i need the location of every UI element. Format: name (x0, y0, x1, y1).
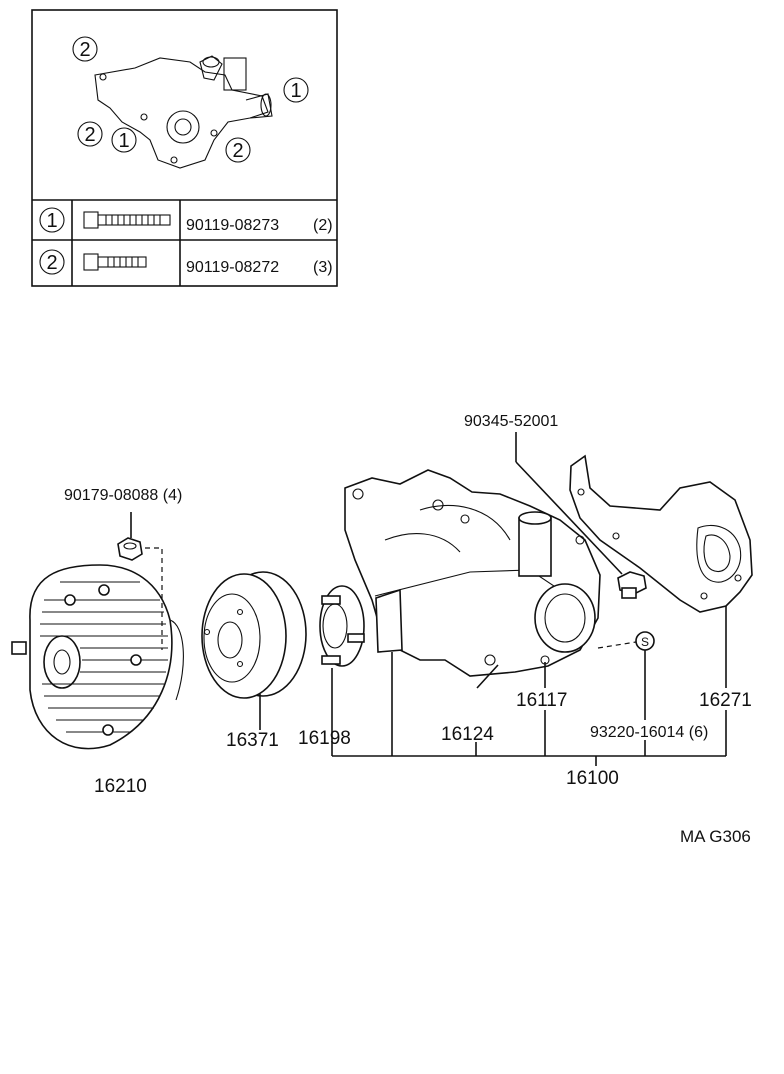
label-seal: 16117 (516, 690, 567, 711)
label-pump-assy: 16100 (566, 768, 619, 789)
label-fan-clutch: 16210 (94, 776, 147, 797)
row-part-number: 90119-08273 (186, 217, 279, 234)
label-plug: 90345-52001 (464, 413, 558, 430)
figure-code: MA G306 (680, 827, 751, 846)
callout-1-label: 1 (118, 130, 129, 152)
label-fan-clutch-nut: 90179-08088 (4) (64, 487, 182, 504)
row-part-number: 90119-08272 (186, 259, 279, 276)
callout-2-bottom: 2 (225, 137, 251, 163)
assembly-bracket (331, 652, 727, 766)
callout-1-left: 1 (111, 127, 137, 153)
label-pump-body: 16124 (441, 724, 494, 745)
label-gasket: 16271 (699, 690, 752, 711)
label-pulley-seat: 16198 (298, 728, 351, 749)
fan-clutch-drawing (11, 564, 184, 750)
gasket-drawing (569, 454, 753, 688)
inset-row-2: 2 90119-08272 (3) (39, 249, 333, 276)
callout-1-label: 1 (290, 80, 301, 102)
inset-row-1: 1 90119-08273 (2) (39, 207, 333, 234)
stud-marker-letter: S (641, 635, 649, 649)
short-bolt-icon (83, 253, 147, 271)
callout-2-left: 2 (77, 121, 103, 147)
row-quantity: (3) (313, 259, 333, 276)
callout-2-top: 2 (72, 36, 98, 62)
callout-2-label: 2 (84, 124, 95, 146)
row-mark: 1 (46, 210, 57, 232)
row-quantity: (2) (313, 217, 333, 234)
plug-drawing (515, 432, 647, 599)
pulley-seat-drawing (319, 585, 365, 730)
label-stud: 93220-16014 (6) (590, 724, 708, 741)
bolt-inset: 2 1 2 1 2 1 (31, 9, 338, 287)
inset-frame (31, 9, 338, 287)
stud-marker: S (597, 631, 655, 720)
callout-1-right: 1 (283, 77, 309, 103)
row-mark: 2 (46, 252, 57, 274)
long-bolt-icon (83, 211, 171, 229)
water-pump-drawing (344, 469, 601, 689)
fan-clutch-nut-drawing (117, 512, 163, 650)
callout-2-label: 2 (79, 39, 90, 61)
pulley-drawing (201, 571, 307, 730)
label-pulley: 16371 (226, 730, 279, 751)
callout-2-label: 2 (232, 140, 243, 162)
inset-pump-sketch (94, 55, 273, 169)
